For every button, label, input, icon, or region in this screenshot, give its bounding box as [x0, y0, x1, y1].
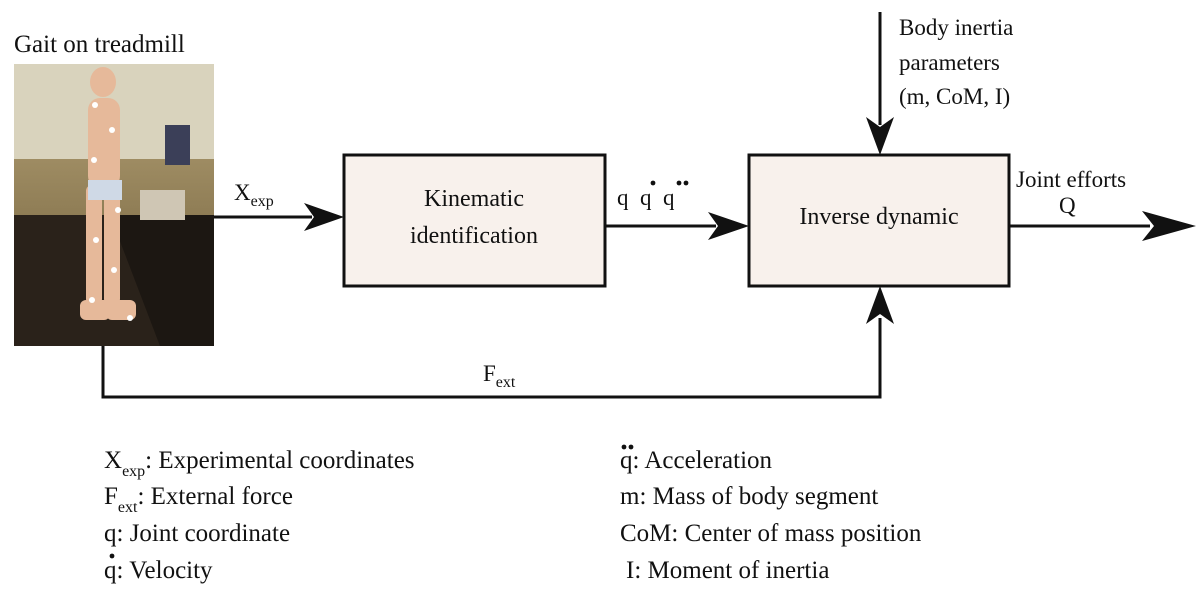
- velocity-dot: [109, 553, 115, 559]
- legend-item-com: CoM: Center of mass position: [620, 520, 922, 547]
- legend-item-q: q: Joint coordinate: [104, 520, 290, 547]
- kinematic-label-line2: identification: [410, 223, 538, 249]
- inverse-dynamic-block: [747, 153, 1011, 288]
- legend-left: Xexp: Experimental coordinates Fext: Ext…: [104, 447, 415, 584]
- inverse-dynamic-label: Inverse dynamic: [799, 204, 958, 230]
- acceleration-dot-2: [628, 444, 634, 450]
- signal-x-exp: Xexp: [234, 180, 274, 210]
- arrow-xexp: [214, 203, 344, 231]
- arrow-q: [605, 212, 749, 240]
- body-inertia-line1: Body inertia: [899, 15, 1013, 40]
- signal-f-ext: Fext: [483, 361, 516, 391]
- treadmill-gait-photo-icon: [14, 64, 214, 346]
- arrow-body-inertia: [866, 12, 894, 155]
- q-derivative-dots: [650, 180, 689, 186]
- arrow-fext: [101, 286, 894, 399]
- legend-item-f-ext: Fext: External force: [104, 483, 293, 516]
- body-inertia-line3: (m, CoM, I): [899, 84, 1010, 109]
- output-label-line1: Joint efforts: [1016, 167, 1126, 192]
- legend-right: q: Acceleration m: Mass of body segment …: [620, 444, 922, 584]
- acceleration-dot-1: [621, 444, 627, 450]
- photo-caption: Gait on treadmill: [14, 31, 185, 58]
- signal-q-vector: q q q: [617, 185, 675, 210]
- legend-item-x-exp: Xexp: Experimental coordinates: [104, 447, 415, 480]
- output-label-line2: Q: [1059, 193, 1076, 218]
- legend-item-i: I: Moment of inertia: [626, 557, 829, 584]
- arrow-output: [1009, 211, 1196, 241]
- body-inertia-line2: parameters: [899, 50, 1000, 75]
- legend-item-q-ddot: q: Acceleration: [620, 447, 773, 474]
- legend-item-q-dot: q: Velocity: [104, 557, 213, 584]
- kinematic-label-line1: Kinematic: [424, 186, 524, 212]
- legend-item-m: m: Mass of body segment: [620, 483, 878, 510]
- kinematic-identification-block: [342, 153, 607, 288]
